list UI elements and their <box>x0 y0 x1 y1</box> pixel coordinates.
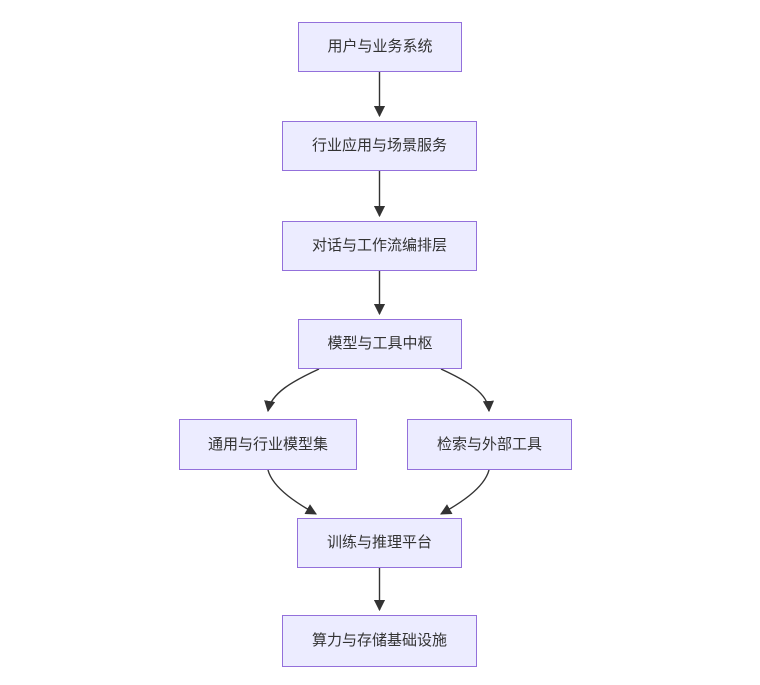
node-training-inference-platform-label: 训练与推理平台 <box>326 534 432 551</box>
node-industry-apps-scenario-services[interactable]: 行业应用与场景服务 <box>282 121 477 171</box>
node-industry-apps-scenario-services-label: 行业应用与场景服务 <box>311 137 447 154</box>
node-general-industry-model-collection-label: 通用与行业模型集 <box>207 435 328 453</box>
edge-model-tool-hub-to-retrieval-tools <box>440 368 495 413</box>
node-retrieval-external-tools-label: 检索与外部工具 <box>436 435 542 453</box>
node-compute-storage-infrastructure-label: 算力与存储基础设施 <box>311 632 447 649</box>
node-dialog-workflow-orchestration-layer[interactable]: 对话与工作流编排层 <box>282 221 477 271</box>
node-users-business-systems[interactable]: 用户与业务系统 <box>298 22 462 72</box>
edge-model-tool-hub-to-model-collection <box>264 368 320 413</box>
node-general-industry-model-collection[interactable]: 通用与行业模型集 <box>179 419 357 470</box>
node-model-tool-hub-label: 模型与工具中枢 <box>327 335 433 352</box>
node-dialog-workflow-orchestration-layer-label: 对话与工作流编排层 <box>311 237 447 254</box>
node-training-inference-platform[interactable]: 训练与推理平台 <box>297 518 462 568</box>
node-model-tool-hub[interactable]: 模型与工具中枢 <box>298 319 462 369</box>
node-compute-storage-infrastructure[interactable]: 算力与存储基础设施 <box>282 615 477 667</box>
edge-retrieval-tools-to-training-inference <box>440 469 490 515</box>
node-users-business-systems-label: 用户与业务系统 <box>327 38 433 55</box>
edge-model-collection-to-training-inference <box>267 469 317 515</box>
node-retrieval-external-tools[interactable]: 检索与外部工具 <box>407 419 572 470</box>
